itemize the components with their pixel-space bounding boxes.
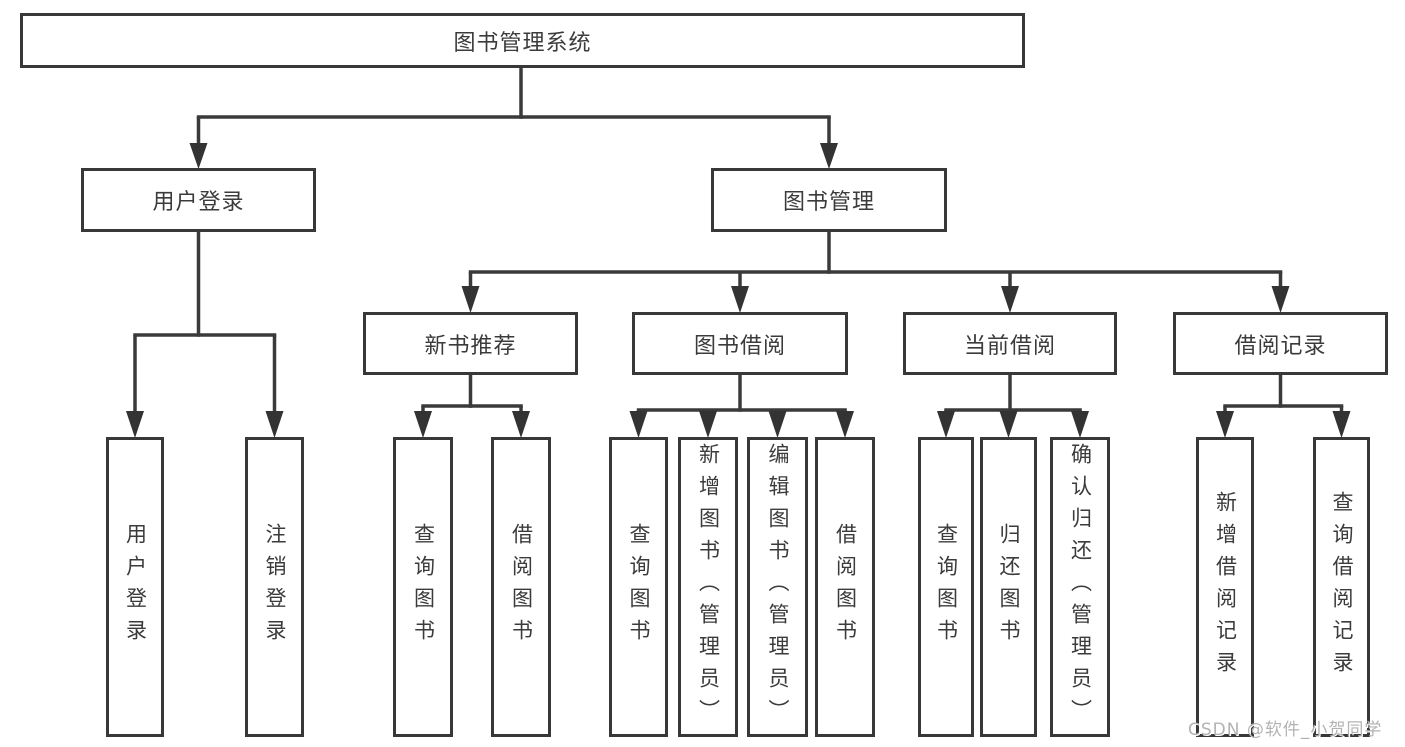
- connector-new-book-rec-to-leaves: [414, 373, 530, 438]
- leaf-br-add-record: 新增借阅记录: [1196, 437, 1254, 737]
- leaf-rec-borrow-book: 借阅图书: [491, 437, 551, 737]
- leaf-bb-borrow-book: 借阅图书: [815, 437, 875, 737]
- connector-book-mgmt-to-modules: [461, 230, 1290, 313]
- leaf-bb-query-book: 查询图书: [609, 437, 668, 737]
- node-book-borrow: 图书借阅: [632, 312, 848, 375]
- connector-root-to-branches: [189, 66, 838, 169]
- connector-current-borrow-to-leaves: [937, 373, 1089, 438]
- leaf-rec-query-book: 查询图书: [393, 437, 453, 737]
- connector-user-login-to-leaves: [126, 230, 284, 438]
- node-root-system: 图书管理系统: [20, 13, 1025, 68]
- csdn-watermark: CSDN @软件_小贺同学: [1188, 720, 1383, 740]
- node-book-mgmt: 图书管理: [711, 168, 947, 232]
- connector-book-borrow-to-leaves: [629, 373, 854, 438]
- leaf-cb-query-book: 查询图书: [918, 437, 974, 737]
- leaf-cb-confirm-return-admin: 确认归还（管理员）: [1050, 437, 1110, 737]
- leaf-user-login: 用户登录: [106, 437, 164, 737]
- leaf-br-query-record: 查询借阅记录: [1313, 437, 1370, 737]
- node-user-login: 用户登录: [81, 168, 316, 232]
- connector-borrow-record-to-leaves: [1216, 373, 1351, 438]
- leaf-bb-add-book-admin: 新增图书（管理员）: [678, 437, 738, 737]
- node-new-book-rec: 新书推荐: [363, 312, 578, 375]
- leaf-cb-return-book: 归还图书: [980, 437, 1037, 737]
- leaf-logout: 注销登录: [245, 437, 304, 737]
- node-current-borrow: 当前借阅: [903, 312, 1117, 375]
- leaf-bb-edit-book-admin: 编辑图书（管理员）: [747, 437, 808, 737]
- node-borrow-record: 借阅记录: [1173, 312, 1388, 375]
